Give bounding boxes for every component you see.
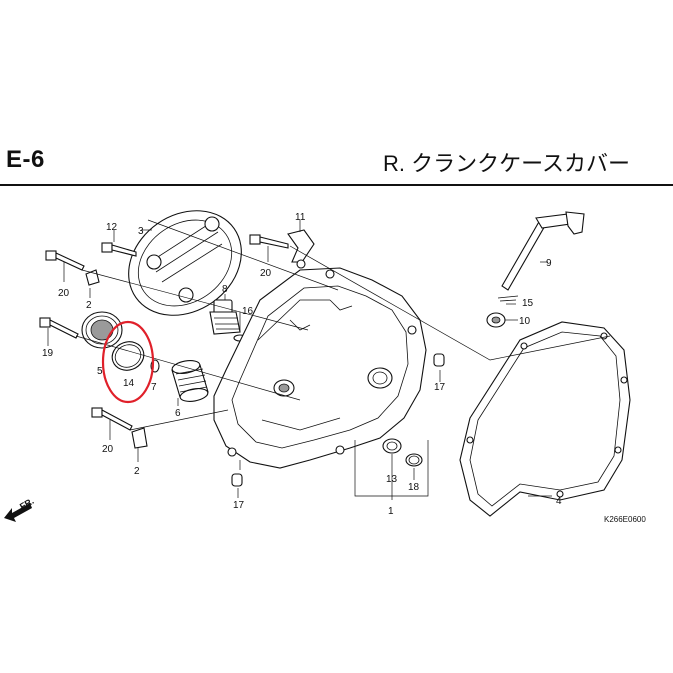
part-labels: 1 2 2 3 4 5 6 7 8 9 10 11 12 13 14 15 16… bbox=[42, 212, 562, 517]
front-label: FR. bbox=[18, 496, 36, 512]
part-5-bearing bbox=[81, 311, 123, 349]
part-11-lever bbox=[287, 229, 315, 269]
part-label: 20 bbox=[58, 288, 70, 299]
leader-lines bbox=[47, 219, 611, 500]
part-9-shaft bbox=[501, 211, 585, 291]
part-label: 2 bbox=[86, 300, 92, 311]
part-label: 17 bbox=[434, 382, 446, 393]
part-label: 3 bbox=[138, 226, 144, 237]
part-label: 15 bbox=[522, 298, 534, 309]
part-4-gasket bbox=[459, 321, 631, 517]
part-label: 7 bbox=[151, 382, 157, 393]
part-label: 16 bbox=[242, 306, 254, 317]
header-rule bbox=[0, 184, 673, 186]
part-2-clip-upper bbox=[85, 269, 100, 286]
part-label: 20 bbox=[260, 268, 272, 279]
part-13-washer bbox=[382, 438, 402, 454]
part-17-dowel-bottom bbox=[231, 473, 243, 487]
part-label: 10 bbox=[519, 316, 531, 327]
part-20-bolt-lower-left bbox=[91, 407, 133, 431]
part-label: 8 bbox=[222, 284, 228, 295]
part-label: 13 bbox=[386, 474, 398, 485]
front-direction-arrow: FR. bbox=[4, 496, 36, 522]
part-label: 4 bbox=[556, 496, 562, 507]
part-label: 12 bbox=[106, 222, 118, 233]
part-2-clip-lower bbox=[131, 427, 148, 449]
part-20-bolt-top bbox=[249, 234, 289, 249]
part-1-crankcase-cover bbox=[213, 267, 427, 469]
part-12-bolt bbox=[101, 242, 137, 257]
part-3-cover-plate bbox=[128, 210, 242, 316]
part-label: 6 bbox=[175, 408, 181, 419]
part-20-bolt-upper-left bbox=[45, 250, 85, 271]
highlight-circle bbox=[101, 320, 155, 404]
part-label: 5 bbox=[97, 366, 103, 377]
section-title: R. クランクケースカバー bbox=[383, 151, 631, 176]
figure-code: K266E0600 bbox=[604, 515, 646, 524]
part-6-filter bbox=[171, 360, 209, 402]
part-label: 2 bbox=[134, 466, 140, 477]
part-label: 11 bbox=[295, 212, 306, 223]
part-label: 19 bbox=[42, 348, 54, 359]
part-17-dowel-right bbox=[433, 353, 445, 367]
part-10-gear bbox=[486, 312, 506, 328]
part-label: 18 bbox=[408, 482, 420, 493]
part-label: 1 bbox=[388, 506, 394, 517]
section-code: E-6 bbox=[6, 146, 45, 173]
part-19-bolt bbox=[39, 317, 79, 339]
part-label: 20 bbox=[102, 444, 114, 455]
part-label: 14 bbox=[123, 378, 135, 389]
part-label: 17 bbox=[233, 500, 245, 511]
part-label: 9 bbox=[546, 258, 552, 269]
part-15-spring bbox=[497, 295, 519, 302]
part-18-ring bbox=[405, 453, 423, 467]
